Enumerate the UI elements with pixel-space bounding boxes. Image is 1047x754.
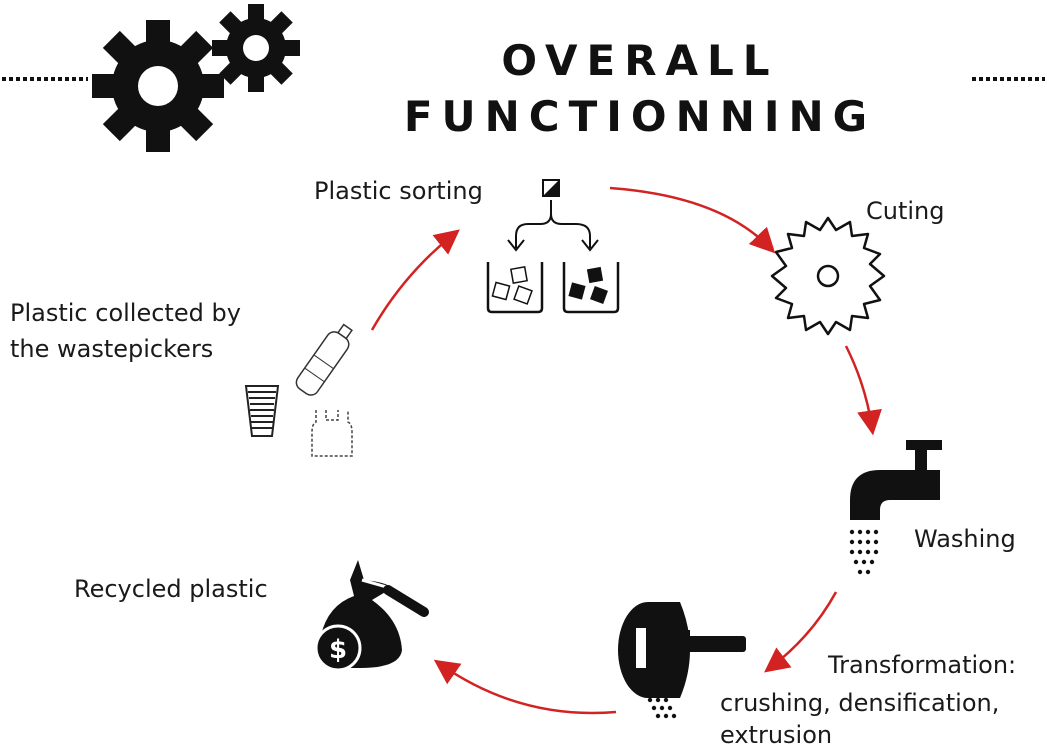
- arrow-collected-to-sorting: [370, 229, 460, 331]
- label-recycled-plastic: Recycled plastic: [74, 575, 268, 603]
- label-collected-1: Plastic collected by: [10, 299, 241, 327]
- gear-icon: [92, 4, 300, 152]
- extruder-icon: [618, 602, 746, 719]
- label-collected-2: the wastepickers: [10, 335, 214, 363]
- arrow-sorting-to-cutting: [609, 186, 776, 254]
- sorting-icon: [486, 179, 620, 314]
- svg-text:$: $: [329, 635, 347, 665]
- bag-icon: [311, 410, 353, 457]
- label-plastic-sorting: Plastic sorting: [314, 177, 483, 205]
- bottle-icon: [295, 323, 353, 396]
- arrow-washing-to-transformation: [764, 591, 838, 673]
- money-bag-icon: $: [314, 560, 429, 672]
- cup-icon: [244, 385, 280, 437]
- arrow-transformation-to-recycled: [433, 659, 617, 715]
- title-line-1: OVERALL: [501, 36, 779, 85]
- title-line-2: FUNCTIONNING: [403, 92, 877, 141]
- label-transformation-2: crushing, densification,: [720, 689, 1000, 717]
- faucet-icon: [849, 440, 942, 575]
- saw-blade-icon: [770, 216, 886, 336]
- label-washing: Washing: [914, 525, 1016, 553]
- label-transformation-3: extrusion: [720, 721, 833, 749]
- cycle-arrows: [370, 186, 882, 715]
- arrow-cutting-to-washing: [844, 345, 882, 436]
- label-transformation-1: Transformation:: [828, 651, 1017, 679]
- label-cutting: Cuting: [866, 197, 945, 225]
